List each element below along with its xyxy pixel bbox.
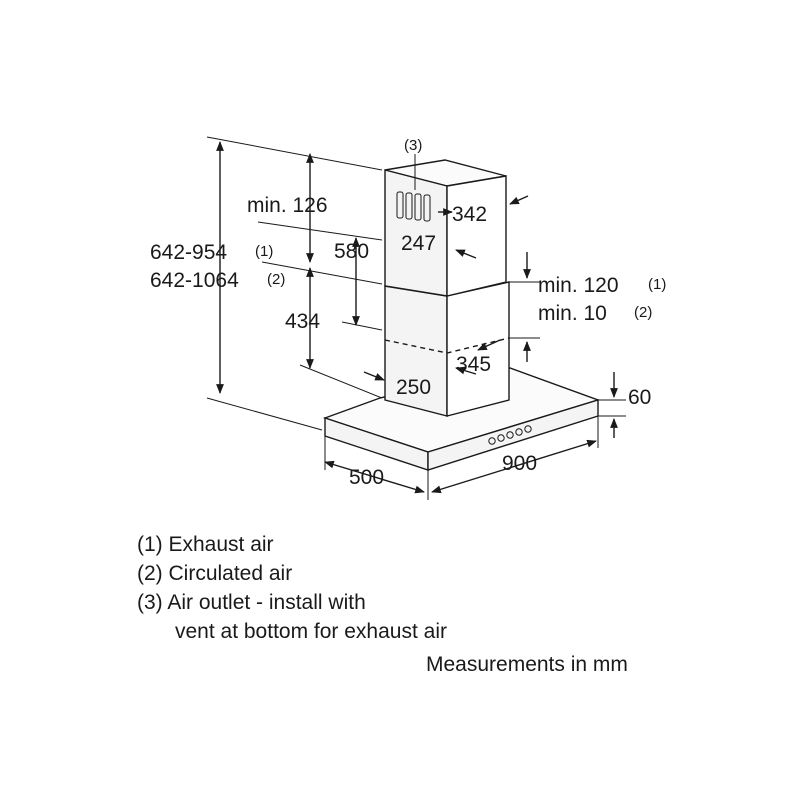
label-434: 434 bbox=[285, 310, 320, 333]
label-range-2-note: (2) bbox=[267, 271, 285, 288]
lower-chimney-right-face bbox=[446, 281, 510, 417]
label-342: 342 bbox=[452, 203, 487, 226]
label-range-1: 642-954 bbox=[150, 241, 227, 264]
legend: (1) Exhaust air (2) Circulated air (3) A… bbox=[137, 530, 447, 646]
label-250: 250 bbox=[396, 376, 431, 399]
label-outlet-ref: (3) bbox=[404, 137, 422, 154]
upper-chimney-right-face bbox=[446, 175, 507, 297]
d900-dimension bbox=[431, 439, 597, 494]
label-min-10: min. 10 bbox=[538, 302, 607, 325]
d342-arrow bbox=[509, 195, 529, 205]
d345-arrow bbox=[455, 366, 477, 375]
d500-dimension bbox=[324, 460, 425, 494]
label-580: 580 bbox=[334, 240, 369, 263]
label-range-1-note: (1) bbox=[255, 243, 273, 260]
bottom-dimension-lines bbox=[324, 416, 599, 500]
label-range-2: 642-1064 bbox=[150, 269, 239, 292]
legend-exhaust-air: (1) Exhaust air bbox=[137, 533, 274, 556]
legend-circulated-air: (2) Circulated air bbox=[137, 562, 293, 585]
units-note: Measurements in mm bbox=[426, 653, 628, 676]
label-min-126: min. 126 bbox=[247, 194, 328, 217]
d247-arrow bbox=[455, 249, 477, 259]
label-min-10-note: (2) bbox=[634, 304, 652, 321]
air-outlet-vent bbox=[396, 191, 431, 222]
left-dimension-lines bbox=[206, 136, 383, 431]
label-345: 345 bbox=[456, 353, 491, 376]
label-900: 900 bbox=[502, 452, 537, 475]
dimension-labels: (3) min. 126 580 342 247 642-954 (1) 642… bbox=[150, 137, 666, 489]
label-min-120-note: (1) bbox=[648, 276, 666, 293]
overlap-dashed-line bbox=[384, 337, 510, 354]
label-247: 247 bbox=[401, 232, 436, 255]
label-min-120: min. 120 bbox=[538, 274, 619, 297]
label-60: 60 bbox=[628, 386, 651, 409]
legend-air-outlet-cont: vent at bottom for exhaust air bbox=[175, 620, 447, 643]
label-500: 500 bbox=[349, 466, 384, 489]
right-dimension-lines bbox=[363, 195, 626, 438]
upper-chimney bbox=[384, 154, 507, 297]
d250-arrow bbox=[363, 371, 385, 381]
legend-air-outlet: (3) Air outlet - install with bbox=[137, 591, 366, 614]
